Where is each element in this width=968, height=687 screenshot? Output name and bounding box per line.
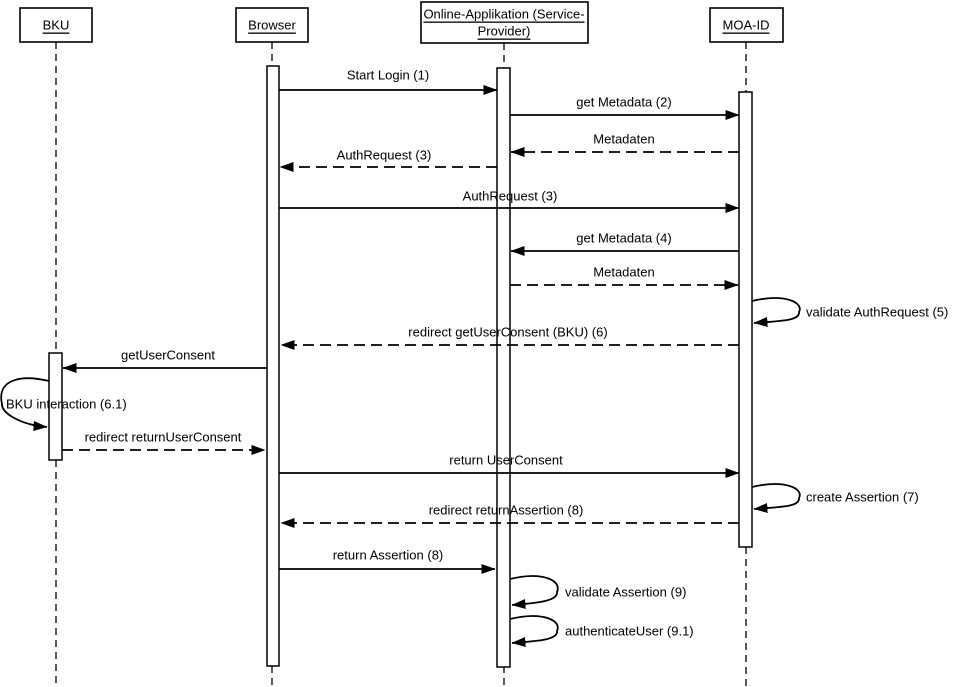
online-applikation-activation-bar	[496, 67, 511, 668]
participant-box-bku	[19, 7, 93, 43]
redirect-getuserconsent-message-label: redirect getUserConsent (BKU) (6)	[408, 325, 607, 340]
participant-label-bku: BKU	[43, 18, 70, 33]
validate-authrequest-message-label: validate AuthRequest (5)	[806, 305, 948, 320]
create-assertion-message-label: create Assertion (7)	[806, 490, 919, 505]
participant-box-online-applikation	[420, 1, 589, 44]
redirect-returnassertion-message-label: redirect returnAssertion (8)	[429, 503, 584, 518]
authenticateuser-message-label: authenticateUser (9.1)	[565, 624, 694, 639]
participant-label-online-applikation: Provider)	[478, 24, 531, 39]
validate-assertion-self-message-arrow	[509, 575, 559, 609]
validate-authrequest-self-message-arrow	[751, 297, 801, 327]
authrequest-forward-message-label: AuthRequest (3)	[463, 189, 558, 204]
return-userconsent-message-label: return UserConsent	[449, 453, 563, 468]
get-metadata-2-message-label: get Metadata (2)	[576, 95, 671, 110]
participant-label-moa-id: MOA-ID	[723, 18, 770, 33]
bku-activation-bar	[48, 352, 63, 461]
participant-label-browser: Browser	[248, 18, 296, 33]
bku-interaction-self-message-arrow	[0, 377, 50, 431]
redirect-returnuserconsent-message-label: redirect returnUserConsent	[85, 430, 242, 445]
start-login-message-label: Start Login (1)	[347, 68, 429, 83]
participant-label-online-applikation: Online-Applikation (Service-	[423, 7, 584, 22]
browser-activation-bar	[266, 65, 280, 667]
validate-assertion-message-label: validate Assertion (9)	[565, 585, 686, 600]
create-assertion-self-message-arrow	[751, 483, 801, 513]
authenticateuser-self-message-arrow	[509, 615, 559, 647]
moa-id-activation-bar	[738, 91, 753, 548]
metadaten-1-message-label: Metadaten	[593, 132, 654, 147]
participant-box-browser	[235, 7, 309, 43]
get-metadata-4-message-label: get Metadata (4)	[576, 231, 671, 246]
metadaten-2-message-label: Metadaten	[593, 265, 654, 280]
participant-box-moa-id	[709, 7, 784, 43]
authrequest-redirect-message-label: AuthRequest (3)	[337, 148, 432, 163]
bku-interaction-message-label: BKU interaction (6.1)	[6, 397, 127, 412]
getuserconsent-message-label: getUserConsent	[121, 348, 215, 363]
return-assertion-message-label: return Assertion (8)	[333, 548, 444, 563]
